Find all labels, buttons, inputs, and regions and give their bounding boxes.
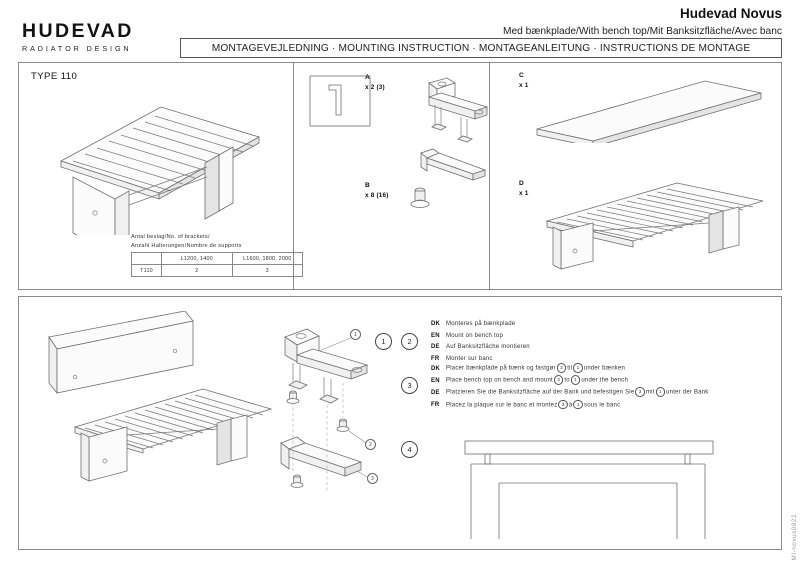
lang-code-fr: FR [431, 356, 440, 363]
table-row: T110 2 3 [131, 264, 303, 278]
inline-step-ref-1: 1 [573, 399, 583, 410]
lang-code-en: EN [431, 377, 440, 384]
part-id-a: A [365, 74, 370, 81]
instruction-text-de: Auf Banksitzfläche montieren [446, 344, 530, 351]
callout-1: 1 [350, 329, 361, 340]
inline-step-ref-1: 1 [573, 363, 583, 373]
table-cell-value: 2 [161, 264, 233, 278]
instruction-text-dk-mid: til [567, 365, 573, 372]
instruction-text-dk-after: under bænken [583, 365, 626, 372]
table-header-cell [131, 252, 162, 266]
instruction-banner: MONTAGEVEJLEDNING · MOUNTING INSTRUCTION… [180, 38, 782, 58]
part-qty-c: x 1 [519, 81, 529, 89]
logo-wordmark: HUDEVAD [22, 20, 134, 42]
instruction-line-en: EN Mount on bench top [431, 331, 530, 343]
instruction-block-step-1-2: DK Monteres på bænkplade EN Mount on bench… [431, 319, 530, 366]
table-cell-type: T110 [131, 264, 162, 278]
step-number-1: 1 [375, 333, 392, 350]
instruction-line-de: DE Auf Banksitzfläche montieren [431, 342, 530, 354]
callout-3: 3 [367, 473, 378, 484]
logo-tagline: RADIATOR DESIGN [22, 43, 132, 53]
instruction-line-fr: FR Placez la plaque sur le banc et montez… [431, 399, 709, 412]
brackets-table: L1200, 1400 L1600, 1800, 2000 T110 2 3 [131, 252, 303, 278]
inline-step-ref-3: 3 [556, 363, 567, 373]
instruction-text-de-before: Platzieren Sie die Banksitzfläche auf de… [446, 389, 635, 396]
l-profile-detail-box [309, 75, 371, 127]
instruction-text-fr: Monter sur banc [446, 356, 493, 363]
instruction-line-fr: FR Monter sur banc [431, 354, 530, 366]
screw-icon-3 [290, 474, 304, 488]
bench-front-elevation-drawing [464, 440, 714, 539]
screw-part-b-drawing [410, 187, 430, 208]
part-label-a: A x 2 (3) [365, 73, 385, 92]
instruction-text-en: Mount on bench top [446, 332, 503, 339]
lang-code-de: DE [431, 389, 440, 396]
bracket-part-a-drawing [420, 77, 489, 181]
lang-code-dk: DK [431, 321, 441, 327]
table-header-row: L1200, 1400 L1600, 1800, 2000 [131, 252, 303, 266]
document-header: HUDEVAD RADIATOR DESIGN Hudevad Novus Me… [0, 0, 800, 62]
instruction-text-fr-after: sous le banc [583, 402, 621, 409]
document-code: MI-novus0822 [791, 513, 798, 561]
brackets-table-caption-line1: Antal beslag/No. of brackets/ [131, 234, 210, 240]
instruction-text-de-mid: mit [645, 389, 655, 396]
lang-code-de: DE [431, 344, 440, 351]
instruction-text-fr-mid: à [568, 402, 573, 409]
bench-exploded-drawing [48, 311, 273, 482]
type-label: TYPE 110 [31, 71, 78, 82]
panel-divider-left [293, 63, 294, 290]
part-label-c: C x 1 [519, 71, 528, 90]
screw-icon-2 [336, 418, 350, 432]
brand-logo: HUDEVAD RADIATOR DESIGN [22, 20, 182, 53]
page-subtitle: Med bænkplade/With bench top/Mit Banksit… [503, 25, 782, 37]
callout-2: 2 [365, 439, 376, 450]
part-qty-a: x 2 (3) [365, 83, 385, 91]
step-number-3: 3 [401, 377, 418, 394]
instruction-banner-text: MONTAGEVEJLEDNING · MOUNTING INSTRUCTION… [211, 42, 751, 54]
document-title-block: Hudevad Novus Med bænkplade/With bench t… [503, 6, 782, 38]
lang-code-en: EN [431, 332, 440, 339]
instruction-line-dk: DK Monteres på bænkplade [431, 319, 530, 331]
instruction-text-fr-before: Placez la plaque sur le banc et montez [446, 402, 558, 409]
instruction-line-de: DE Platzieren Sie die Banksitzfläche auf … [431, 387, 709, 399]
instruction-text-en-before: Place bench top on bench and mount [446, 377, 553, 384]
part-qty-d: x 1 [519, 189, 529, 197]
brackets-table-wrap: Antal beslag/No. of brackets/ Anzahl Hal… [131, 233, 307, 278]
bench-isometric-drawing [59, 106, 261, 235]
bench-top-part-c-drawing [536, 80, 762, 143]
bottom-panel: 1 2 3 1 2 DK Monteres på bænkplade EN Moun… [18, 296, 782, 550]
top-panel: TYPE 110 Antal beslag/N [18, 62, 782, 290]
inline-step-ref-3: 3 [635, 387, 645, 397]
bracket-exploded-drawing [280, 328, 372, 491]
instruction-text-en-after: under the bench [581, 377, 629, 384]
brackets-table-caption-line2: Anzahl Halterungen/Nombre de supports [131, 242, 242, 249]
table-header-cell: L1600, 1800, 2000 [231, 252, 303, 266]
part-label-d: D x 1 [519, 179, 528, 198]
part-id-c: C [519, 72, 524, 79]
part-id-d: D [519, 180, 524, 187]
inline-step-ref-3: 3 [558, 399, 568, 410]
instruction-text-dk: Monteres på bænkplade [446, 321, 516, 327]
part-id-b: B [365, 182, 370, 189]
inline-step-ref-1: 1 [570, 375, 581, 385]
inline-step-ref-3: 3 [553, 375, 564, 385]
lang-code-dk: DK [431, 365, 441, 372]
step-number-4: 4 [401, 441, 418, 458]
inline-step-ref-1: 1 [655, 387, 666, 397]
instruction-text-en-mid: to [564, 377, 570, 384]
lang-code-fr: FR [431, 402, 440, 409]
table-header-cell: L1200, 1400 [161, 252, 233, 266]
instruction-text-dk-before: Placer bænkplade på bænk og fastgør [446, 365, 556, 372]
panel-divider-right [489, 63, 490, 290]
table-cell-value: 3 [231, 264, 303, 278]
part-qty-b: x 8 (16) [365, 191, 389, 199]
step-number-2: 2 [401, 333, 418, 350]
part-label-b: B x 8 (16) [365, 181, 389, 200]
bench-assembly-part-d-drawing [545, 182, 764, 270]
page-title: Hudevad Novus [679, 6, 782, 21]
instruction-text-de-after: unter der Bank [666, 389, 709, 396]
